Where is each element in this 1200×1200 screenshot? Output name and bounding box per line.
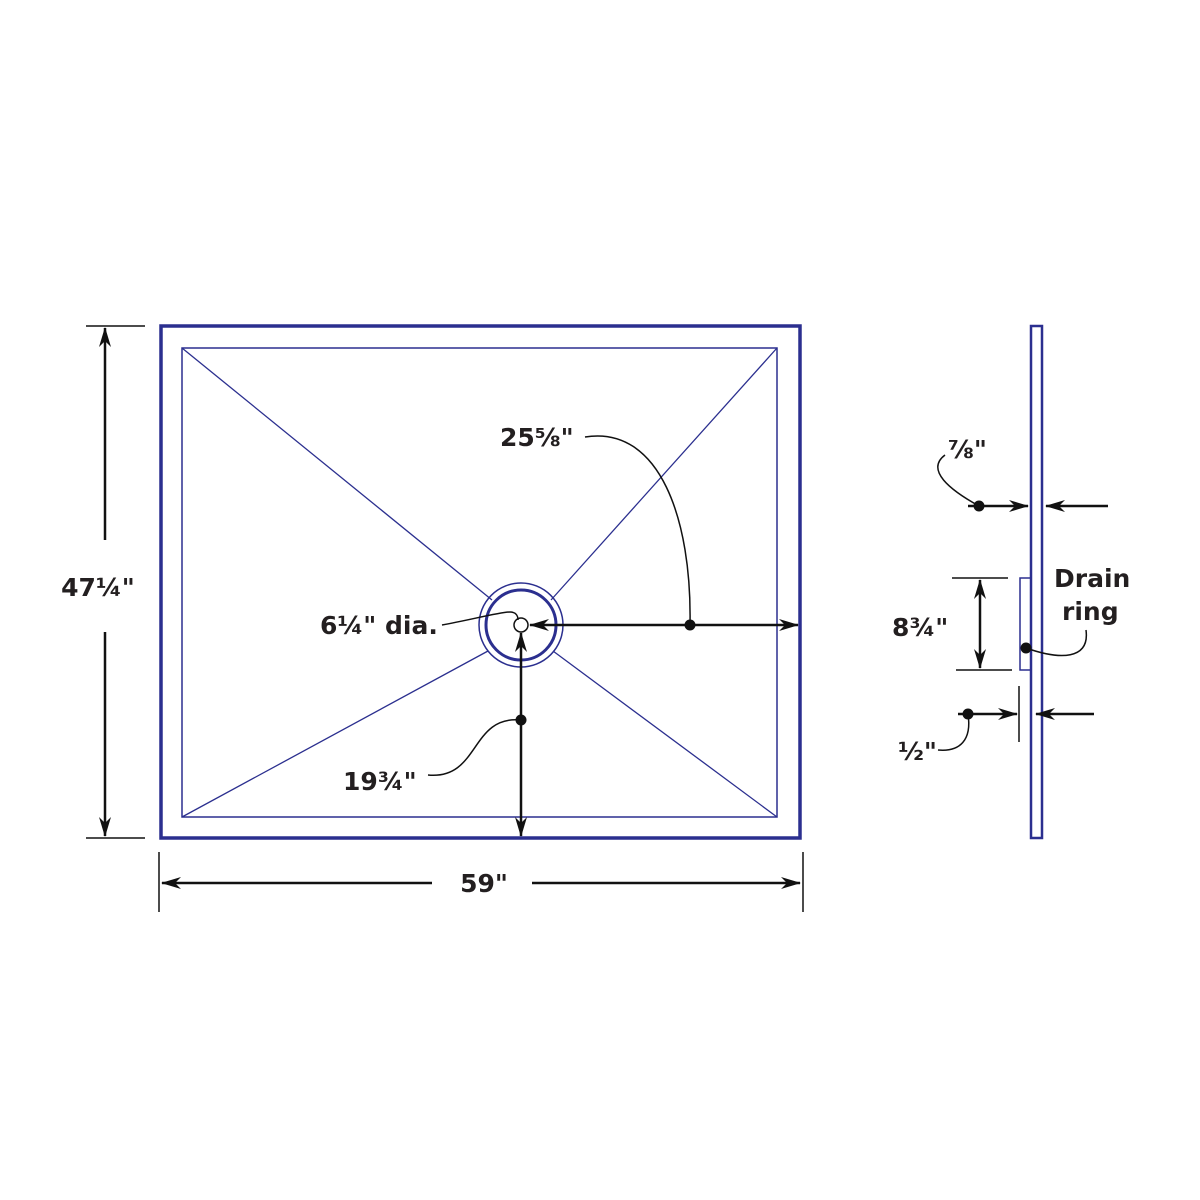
drain-offset-x-dimension: 25⅝" bbox=[500, 423, 799, 631]
pan-outer-edge bbox=[159, 324, 802, 840]
drain-ring-depth-label: ½" bbox=[898, 737, 937, 766]
plan-view: 47¼" 59" 25⅝" 19¾" 6¼ bbox=[61, 324, 804, 912]
thickness-dimension: ⅞" bbox=[937, 435, 1108, 512]
drain-ring-depth-dimension: ½" bbox=[898, 686, 1094, 766]
height-dimension: 47¼" bbox=[61, 325, 145, 839]
drain-ring-callout: Drain ring bbox=[1020, 564, 1130, 657]
drain-center-icon bbox=[513, 617, 529, 633]
drain-ring-height-dimension: 8¾" bbox=[892, 577, 1012, 671]
width-dimension: 59" bbox=[158, 852, 804, 912]
height-label: 47¼" bbox=[61, 573, 135, 602]
drain-ring-label-line1: Drain bbox=[1054, 564, 1130, 593]
drain-offset-x-label: 25⅝" bbox=[500, 423, 574, 452]
drain-diameter-label: 6¼" dia. bbox=[320, 611, 438, 640]
pan-inner-edge bbox=[181, 347, 778, 818]
drain-offset-y-dimension: 19¾" bbox=[343, 632, 527, 837]
thickness-label: ⅞" bbox=[948, 435, 987, 464]
side-view: ⅞" 8¾" Drain ring ½" bbox=[892, 324, 1130, 840]
slope-lines bbox=[181, 347, 778, 818]
pan-profile bbox=[1029, 324, 1044, 840]
drain-ring-label-line2: ring bbox=[1062, 597, 1119, 626]
drain-diameter-callout: 6¼" dia. bbox=[320, 611, 519, 640]
drain-ring-height-label: 8¾" bbox=[892, 613, 948, 642]
drain-offset-y-label: 19¾" bbox=[343, 767, 417, 796]
width-label: 59" bbox=[460, 869, 508, 898]
drain-ring-profile bbox=[1019, 577, 1032, 671]
